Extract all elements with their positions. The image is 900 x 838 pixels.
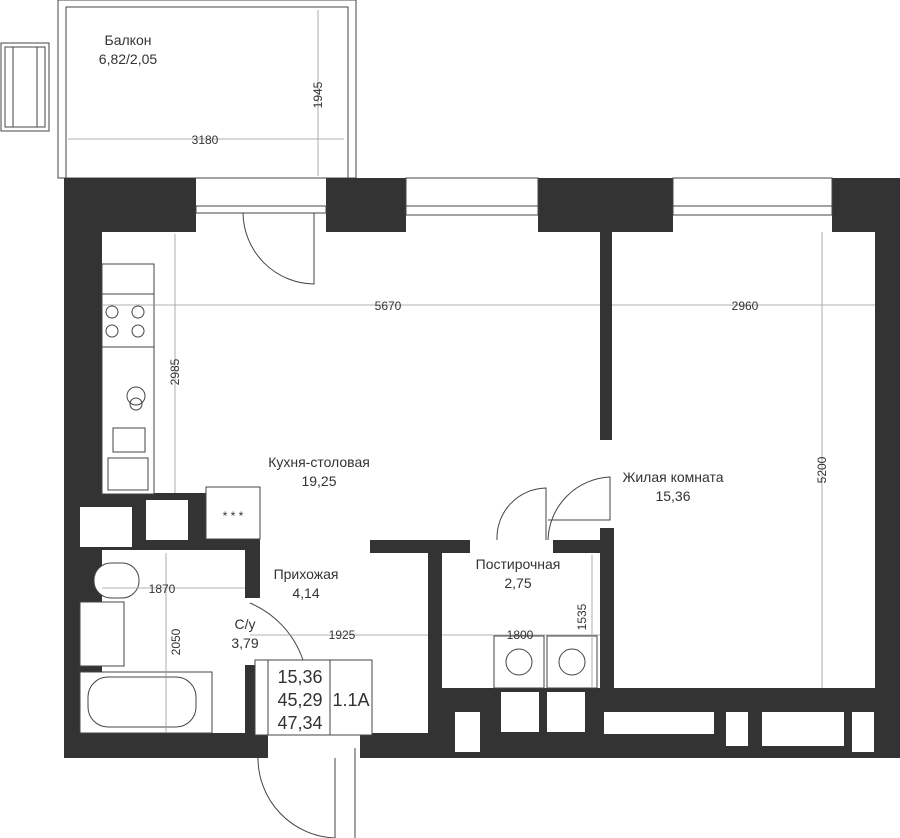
living-door	[547, 476, 611, 541]
room-balcony-name: Балкон	[105, 32, 152, 48]
balcony-door	[242, 212, 315, 285]
dim-bath-width: 1870	[149, 582, 176, 596]
area-summary-table: 15,36 45,29 47,34 1.1A	[254, 659, 373, 736]
dim-kitchen-width: 5670	[375, 299, 402, 313]
windows[interactable]	[195, 177, 833, 216]
summary-total-area: 45,29	[277, 690, 322, 710]
room-balcony-area: 6,82/2,05	[99, 51, 158, 67]
dim-laundry-depth: 1535	[575, 603, 589, 630]
doors[interactable]	[242, 212, 611, 838]
toilet	[93, 562, 140, 599]
balcony	[0, 0, 357, 179]
room-kitchen-name: Кухня-столовая	[268, 454, 370, 470]
walls	[64, 178, 900, 758]
room-laundry-area: 2,75	[504, 575, 531, 591]
dim-kitchen-depth: 2985	[168, 358, 182, 385]
svg-text:* * *: * * *	[223, 509, 244, 523]
room-laundry-name: Постирочная	[476, 556, 561, 572]
dim-living-depth: 5200	[815, 456, 829, 483]
bathroom-door	[249, 602, 304, 661]
entrance-door	[257, 757, 336, 838]
room-hall-name: Прихожая	[274, 566, 339, 582]
dim-bath-depth: 2050	[169, 628, 183, 655]
washer	[493, 635, 545, 689]
summary-living-area: 15,36	[277, 667, 322, 687]
room-hall-area: 4,14	[292, 585, 319, 601]
stove	[101, 293, 155, 348]
window-kitchen	[405, 177, 539, 216]
dim-laundry-width: 1800	[507, 628, 534, 642]
summary-total-with-balcony: 47,34	[277, 713, 322, 733]
dim-balcony-width: 3180	[192, 133, 219, 147]
dim-living-width: 2960	[732, 299, 759, 313]
fixtures: * * *	[79, 263, 598, 734]
dim-balcony-depth: 1945	[311, 81, 325, 108]
dryer	[546, 635, 598, 689]
room-living-name: Жилая комната	[622, 469, 723, 485]
room-living-area: 15,36	[655, 488, 690, 504]
sink	[107, 457, 149, 491]
window-living	[672, 177, 833, 216]
dimension-lines	[68, 10, 875, 733]
laundry-door	[496, 487, 547, 541]
dim-hall-width: 1925	[329, 628, 356, 642]
room-bathroom-name: С/у	[235, 616, 256, 632]
summary-apartment-type: 1.1A	[332, 690, 369, 710]
bathroom-sink	[79, 601, 125, 667]
washing-machine-kitchen	[205, 486, 261, 540]
bathtub	[87, 676, 197, 728]
balcony-door-frame	[195, 205, 327, 214]
room-kitchen-area: 19,25	[301, 473, 336, 489]
room-bathroom-area: 3,79	[231, 635, 258, 651]
